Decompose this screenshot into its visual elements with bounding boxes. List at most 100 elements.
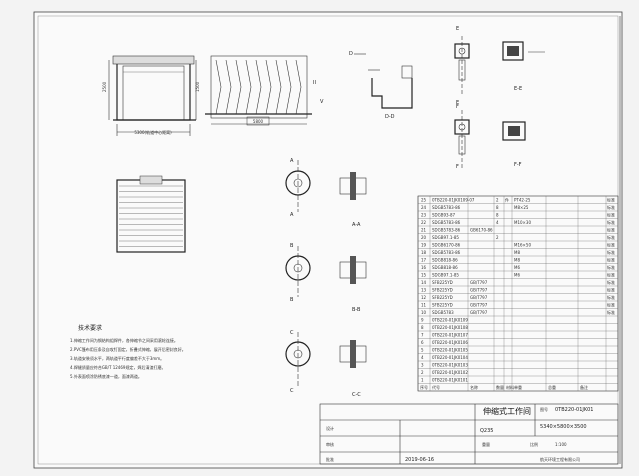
- section-c-c: C C C-C: [285, 330, 367, 398]
- bom-cell: 件: [505, 197, 509, 203]
- label-b-bottom: B: [290, 297, 294, 303]
- material: Q235: [480, 428, 493, 434]
- bom-cell: 19: [421, 243, 427, 248]
- bellows-fold: [285, 59, 292, 115]
- label-v: V: [320, 99, 324, 105]
- technical-notes: 技术要求 1.伸缩工作间为钢结构组焊件，各伸缩节之间采用滚轮连接。 2.PVC篷…: [70, 324, 186, 379]
- bom-cell: SDGB5783: [432, 310, 454, 315]
- scale-label: 比例: [530, 441, 538, 447]
- bom-cell: 标准: [607, 197, 615, 203]
- drawing-title: 伸缩式工作间: [483, 406, 531, 416]
- bom-header: 数量: [496, 384, 504, 390]
- bom-cell: GB/T797: [470, 303, 488, 308]
- bom-cell: 18: [421, 250, 427, 255]
- bellows-fold: [225, 59, 232, 115]
- dim-5800: 5800: [253, 119, 264, 124]
- bom-cell: 17: [421, 258, 427, 263]
- bom-cell: SDGB93-87: [432, 213, 456, 218]
- note-line-4: 4.焊缝质量应符合GB/T 12469规定，焊后清渣打磨。: [70, 364, 165, 370]
- bom-cell: 4: [421, 355, 424, 360]
- front-view: 5300(轨道中心距离) 2500 1500: [102, 55, 200, 136]
- label-a-bottom: A: [290, 212, 294, 218]
- bom-cell: 14: [421, 280, 427, 285]
- section-f-f-title: F-F: [514, 162, 522, 168]
- bom-cell: 2: [496, 198, 499, 203]
- bellows-fold: [245, 59, 252, 115]
- bom-cell: M10×30: [514, 220, 531, 225]
- bom-cell: 15: [421, 273, 427, 278]
- note-line-1: 1.伸缩工作间为钢结构组焊件，各伸缩节之间采用滚轮连接。: [70, 337, 178, 343]
- dim-2500: 2500: [102, 81, 107, 92]
- bom-cell: 标准: [607, 212, 615, 218]
- bom-cell: M16×50: [514, 243, 531, 248]
- bom-cell: 标准: [607, 287, 615, 293]
- bom-cell: SDGB6170-86: [432, 243, 461, 248]
- section-a-a-title: A-A: [352, 222, 361, 228]
- bom-cell: 标准: [607, 272, 615, 278]
- note-line-5: 5.外表面喷涂防锈底漆一道，面漆两道。: [70, 373, 142, 379]
- note-line-3: 3.轨道安装须水平，两轨道平行度偏差不大于3mm。: [70, 355, 164, 361]
- drawing-spec: 5340×5800×3500: [540, 424, 587, 430]
- bom-cell: SFB225YD: [432, 280, 453, 285]
- bom-header: 名称: [470, 384, 478, 390]
- side-elevation-view: 5800 V II: [205, 55, 324, 126]
- drawing-border: [33, 11, 623, 469]
- label-b-top: B: [290, 243, 294, 249]
- bom-cell: 8: [421, 325, 424, 330]
- bom-cell: 23: [421, 213, 427, 218]
- bom-cell: 标准: [607, 227, 615, 233]
- bom-cell: 标准: [607, 204, 615, 210]
- bom-cell: GB/T797: [470, 310, 488, 315]
- bom-cell: M8×25: [514, 205, 529, 210]
- bom-cell: 标准: [607, 219, 615, 225]
- bom-cell: GB/T797: [470, 280, 488, 285]
- bellows-fold: [255, 59, 262, 115]
- bom-cell: PT42-25: [514, 198, 531, 203]
- bom-cell: SDGB818-86: [432, 265, 458, 270]
- bom-cell: SDGB5783-86: [432, 220, 461, 225]
- bom-cell: SDGB5783-86: [432, 228, 461, 233]
- bom-cell: 0TB220-01JK0103: [432, 363, 468, 368]
- label-ii: II: [313, 80, 316, 86]
- bom-cell: 7: [421, 333, 424, 338]
- dim-5300: 5300(轨道中心距离): [134, 129, 172, 135]
- bom-cell: M6: [514, 273, 520, 278]
- detail-e-e: E E E-E: [454, 26, 545, 106]
- bom-cell: M6: [514, 265, 520, 270]
- bom-cell: 0TB220-01JK0107: [432, 333, 468, 338]
- bom-cell: 标准: [607, 234, 615, 240]
- bom-cell: 1: [421, 378, 424, 383]
- bom-cell: 2: [496, 235, 499, 240]
- bellows-fold: [295, 59, 302, 115]
- section-e-e-title: E-E: [514, 86, 522, 92]
- bom-cell: SDGB97.1-85: [432, 273, 459, 278]
- section-d-d-title: D-D: [385, 114, 395, 120]
- notes-heading: 技术要求: [78, 324, 102, 332]
- bom-cell: 0TB220-01JK0108: [432, 325, 468, 330]
- bom-cell: SDGB5783-86: [432, 250, 461, 255]
- bom-cell: 标准: [607, 302, 615, 308]
- bom-cell: 0TB220-01JK0109-07: [432, 198, 475, 203]
- bom-cell: 6: [421, 340, 424, 345]
- bom-cell: 标准: [607, 279, 615, 285]
- bom-cell: 10: [421, 310, 427, 315]
- label-a-top: A: [290, 158, 294, 164]
- bom-cell: 0TB220-01JK0106: [432, 340, 468, 345]
- designer-label: 设计: [326, 425, 334, 431]
- bom-cell: 5: [421, 348, 424, 353]
- bom-cell: 0TB220-01JK0105: [432, 348, 468, 353]
- label-d: D: [349, 51, 353, 57]
- label-e-top: E: [456, 26, 459, 32]
- bom-cell: SDGB5783-86: [432, 205, 461, 210]
- label-c-bottom: C: [290, 388, 294, 394]
- bom-header: 备注: [580, 384, 588, 390]
- bom-cell: 标准: [607, 257, 615, 263]
- bom-cell: GB/T797: [470, 295, 488, 300]
- bom-cell: GB/T797: [470, 288, 488, 293]
- label-c-top: C: [290, 330, 294, 336]
- section-b-b: B B B-B: [285, 243, 367, 313]
- bom-cell: 24: [421, 205, 427, 210]
- bom-cell: SFB225YD: [432, 295, 453, 300]
- bom-cell: 标准: [607, 309, 615, 315]
